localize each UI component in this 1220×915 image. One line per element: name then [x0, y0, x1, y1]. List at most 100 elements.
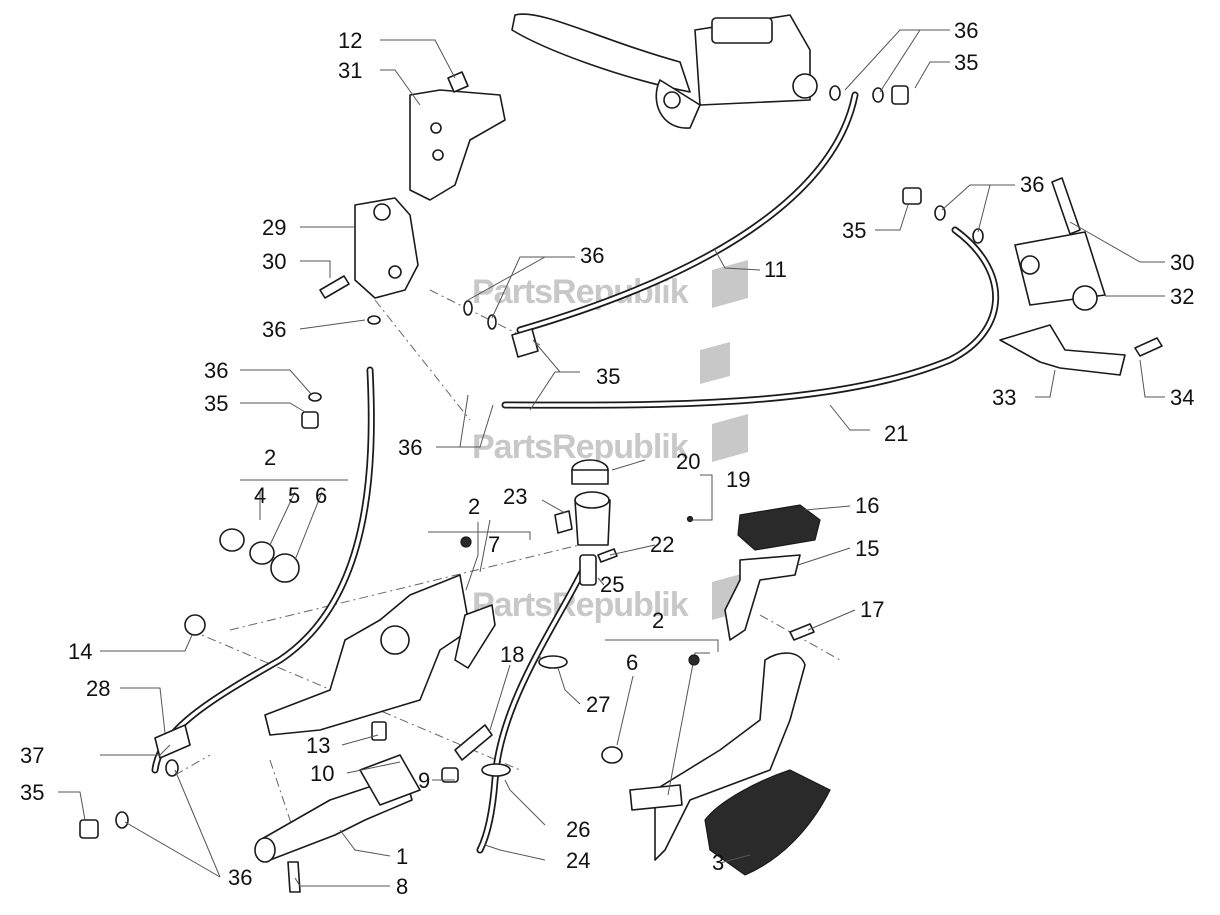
- callout-35-center: 35: [596, 364, 620, 389]
- callout-33: 33: [992, 385, 1016, 410]
- washers-36-center: [463, 300, 497, 330]
- callout-31: 31: [338, 58, 362, 83]
- bolt-12: [447, 71, 469, 93]
- callout-36-right: 36: [1020, 172, 1044, 197]
- clip-23: [554, 510, 573, 534]
- callout-22: 22: [650, 532, 674, 557]
- banjo-bolt-35-center: [511, 328, 539, 358]
- reservoir-cap-20: [571, 459, 609, 485]
- callout-2-center: 2: [468, 494, 480, 519]
- callout-25: 25: [600, 572, 624, 597]
- brake-lever-3: [601, 652, 831, 876]
- reservoir-hose-24: [476, 556, 592, 854]
- callout-36-bottom: 36: [228, 865, 252, 890]
- callout-24: 24: [566, 848, 590, 873]
- clamp-37: [154, 724, 191, 759]
- callout-26: 26: [566, 817, 590, 842]
- callout-1: 1: [396, 844, 408, 869]
- callout-32: 32: [1170, 284, 1194, 309]
- bolt-17: [789, 623, 815, 641]
- clip-26: [481, 763, 511, 777]
- callout-17: 17: [860, 597, 884, 622]
- callout-35-right: 35: [842, 218, 866, 243]
- callout-36-center-lower: 36: [398, 435, 422, 460]
- callout-6-left: 6: [315, 483, 327, 508]
- front-brake-lever-assembly: [511, 13, 818, 129]
- callout-10: 10: [310, 761, 334, 786]
- bracket-33: [999, 324, 1126, 376]
- bolt-13: [371, 721, 387, 741]
- brake-hose-11: [516, 91, 859, 334]
- washers-4-5-6: [219, 528, 300, 583]
- callout-34: 34: [1170, 385, 1194, 410]
- callout-36-left-upper: 36: [262, 317, 286, 342]
- callout-30-right: 30: [1170, 250, 1194, 275]
- clip-27: [538, 655, 568, 669]
- callout-23: 23: [503, 484, 527, 509]
- callout-5: 5: [288, 483, 300, 508]
- pedal-bracket: [264, 574, 471, 736]
- callout-35-top: 35: [954, 50, 978, 75]
- callout-36-center: 36: [580, 243, 604, 268]
- callout-15: 15: [855, 536, 879, 561]
- callout-35-left: 35: [204, 391, 228, 416]
- callout-35-bottom: 35: [20, 780, 44, 805]
- pedal-15: [724, 554, 801, 641]
- watermark-gear-icon: [700, 342, 730, 384]
- fitting-25: [579, 554, 597, 586]
- callout-9: 9: [418, 768, 430, 793]
- callout-37: 37: [20, 743, 44, 768]
- callout-36-left: 36: [204, 358, 228, 383]
- callout-16: 16: [855, 493, 879, 518]
- callout-2-right: 2: [652, 608, 664, 633]
- banjo-bolt-35-bottom: [79, 819, 99, 839]
- callout-36-top: 36: [954, 18, 978, 43]
- callout-2-left: 2: [264, 445, 276, 470]
- washers-36-bottom: [115, 759, 179, 829]
- bolt-30-right: [1051, 177, 1081, 235]
- callout-19: 19: [726, 467, 750, 492]
- svg-text:PartsRepublik: PartsRepublik: [472, 586, 689, 624]
- pedal-pad-16: [737, 504, 821, 551]
- washer-36-left: [308, 315, 381, 402]
- bracket-31: [409, 89, 506, 201]
- callout-30-left: 30: [262, 249, 286, 274]
- washers-36-right: [934, 205, 984, 244]
- callout-8: 8: [396, 874, 408, 899]
- bolt-30-left: [319, 275, 350, 299]
- caliper-32: [1014, 231, 1106, 311]
- callout-28: 28: [86, 676, 110, 701]
- callout-13: 13: [306, 733, 330, 758]
- group-markers: [460, 515, 700, 666]
- callout-12: 12: [338, 28, 362, 53]
- leader-lines: [58, 29, 1165, 887]
- banjo-bolt-35-right: [902, 187, 922, 205]
- screw-22: [597, 548, 618, 563]
- brake-valve-29: [354, 197, 419, 299]
- callout-29: 29: [262, 215, 286, 240]
- nut-14: [184, 614, 206, 636]
- callout-labels: 12 31 29 30 36 36 35 2 4 5 6 14 28 37 35…: [20, 18, 1194, 899]
- svg-text:PartsRepublik: PartsRepublik: [472, 428, 689, 466]
- callout-6-right: 6: [626, 650, 638, 675]
- pin-9: [441, 767, 459, 783]
- watermark-middle: PartsRepublik: [472, 414, 748, 466]
- bolt-8: [287, 861, 301, 893]
- callout-7: 7: [488, 532, 500, 557]
- callout-3: 3: [712, 850, 724, 875]
- callout-27: 27: [586, 692, 610, 717]
- banjo-bolt-35-top: [891, 85, 909, 105]
- bolt-34: [1134, 337, 1163, 357]
- banjo-bolt-35-left: [301, 411, 319, 429]
- callout-20: 20: [676, 449, 700, 474]
- spring-7: [454, 604, 496, 669]
- callout-14: 14: [68, 639, 92, 664]
- callout-18: 18: [500, 642, 524, 667]
- callout-21: 21: [884, 421, 908, 446]
- switch-18: [454, 724, 493, 761]
- callout-4: 4: [254, 483, 266, 508]
- callout-11: 11: [764, 257, 787, 282]
- brake-hose-21: [501, 226, 1000, 409]
- reservoir-19: [574, 491, 611, 546]
